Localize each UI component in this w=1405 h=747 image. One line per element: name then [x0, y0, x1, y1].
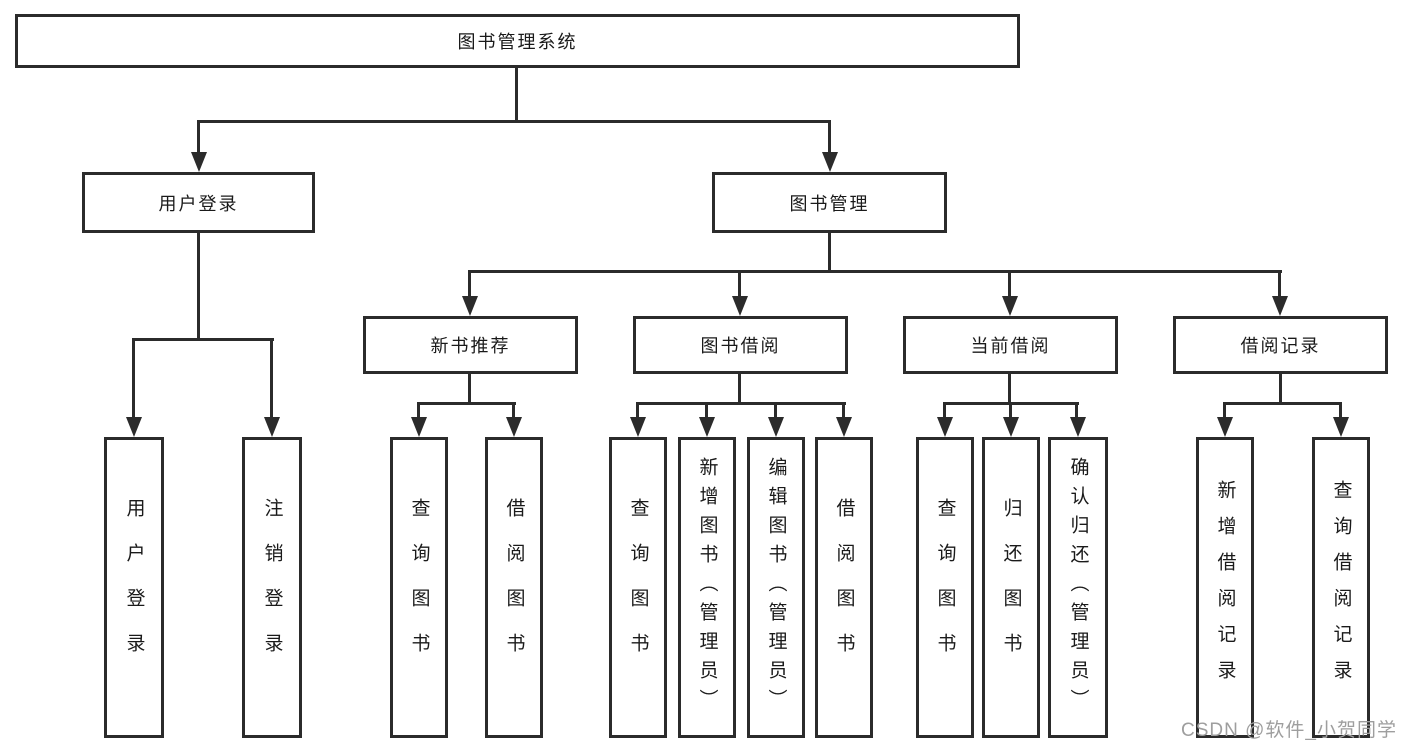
- connector-vline: [705, 402, 708, 420]
- leaf-query-borrow-record: 查询借阅记录: [1312, 437, 1370, 738]
- connector-vline: [417, 402, 420, 420]
- arrowhead-down: [937, 417, 953, 437]
- leaf-borrow-books: 借阅图书: [815, 437, 873, 738]
- arrowhead-down: [264, 417, 280, 437]
- node-book-borrow: 图书借阅: [633, 316, 848, 374]
- arrowhead-down: [822, 152, 838, 172]
- connector-vline: [132, 338, 135, 420]
- connector-vline: [1009, 402, 1012, 420]
- connector-hline: [197, 120, 831, 123]
- arrowhead-down: [1003, 417, 1019, 437]
- arrowhead-down: [732, 296, 748, 316]
- node-new-book-recommend: 新书推荐: [363, 316, 578, 374]
- arrowhead-down: [630, 417, 646, 437]
- connector-vline: [512, 402, 515, 420]
- connector-hline: [636, 402, 846, 405]
- node-current-borrow: 当前借阅: [903, 316, 1118, 374]
- connector-vline: [828, 120, 831, 156]
- arrowhead-down: [1272, 296, 1288, 316]
- arrowhead-down: [126, 417, 142, 437]
- leaf-query-books-recommend: 查询图书: [390, 437, 448, 738]
- arrowhead-down: [1333, 417, 1349, 437]
- arrowhead-down: [506, 417, 522, 437]
- connector-vline: [842, 402, 845, 420]
- csdn-watermark: CSDN @软件_小贺同学: [1181, 720, 1397, 741]
- arrowhead-down: [191, 152, 207, 172]
- connector-vline: [1278, 270, 1281, 300]
- connector-vline: [197, 233, 200, 340]
- connector-vline: [1008, 270, 1011, 300]
- arrowhead-down: [768, 417, 784, 437]
- arrowhead-down: [836, 417, 852, 437]
- arrowhead-down: [699, 417, 715, 437]
- connector-vline: [1279, 374, 1282, 404]
- connector-hline: [132, 338, 274, 341]
- connector-vline: [943, 402, 946, 420]
- connector-vline: [774, 402, 777, 420]
- leaf-query-books-current: 查询图书: [916, 437, 974, 738]
- connector-hline: [468, 270, 1282, 273]
- connector-vline: [1223, 402, 1226, 420]
- connector-vline: [738, 270, 741, 300]
- arrowhead-down: [411, 417, 427, 437]
- leaf-logout: 注销登录: [242, 437, 302, 738]
- connector-vline: [515, 68, 518, 122]
- node-borrow-records: 借阅记录: [1173, 316, 1388, 374]
- connector-hline: [417, 402, 516, 405]
- leaf-user-login: 用户登录: [104, 437, 164, 738]
- connector-hline: [1223, 402, 1342, 405]
- arrowhead-down: [1070, 417, 1086, 437]
- connector-vline: [1339, 402, 1342, 420]
- connector-vline: [197, 120, 200, 156]
- connector-vline: [270, 338, 273, 420]
- connector-vline: [828, 233, 831, 272]
- connector-vline: [1075, 402, 1078, 420]
- arrowhead-down: [462, 296, 478, 316]
- node-system: 图书管理系统: [15, 14, 1020, 68]
- leaf-add-book-admin: 新增图书（管理员）: [678, 437, 736, 738]
- leaf-confirm-return-admin: 确认归还（管理员）: [1048, 437, 1108, 738]
- leaf-edit-book-admin: 编辑图书（管理员）: [747, 437, 805, 738]
- connector-vline: [636, 402, 639, 420]
- leaf-return-books: 归还图书: [982, 437, 1040, 738]
- node-user-login: 用户登录: [82, 172, 315, 233]
- leaf-query-books-borrow: 查询图书: [609, 437, 667, 738]
- leaf-borrow-books-recommend: 借阅图书: [485, 437, 543, 738]
- connector-vline: [738, 374, 741, 404]
- arrowhead-down: [1002, 296, 1018, 316]
- connector-vline: [468, 374, 471, 404]
- leaf-add-borrow-record: 新增借阅记录: [1196, 437, 1254, 738]
- arrowhead-down: [1217, 417, 1233, 437]
- connector-vline: [1008, 374, 1011, 404]
- node-book-management: 图书管理: [712, 172, 947, 233]
- connector-vline: [468, 270, 471, 300]
